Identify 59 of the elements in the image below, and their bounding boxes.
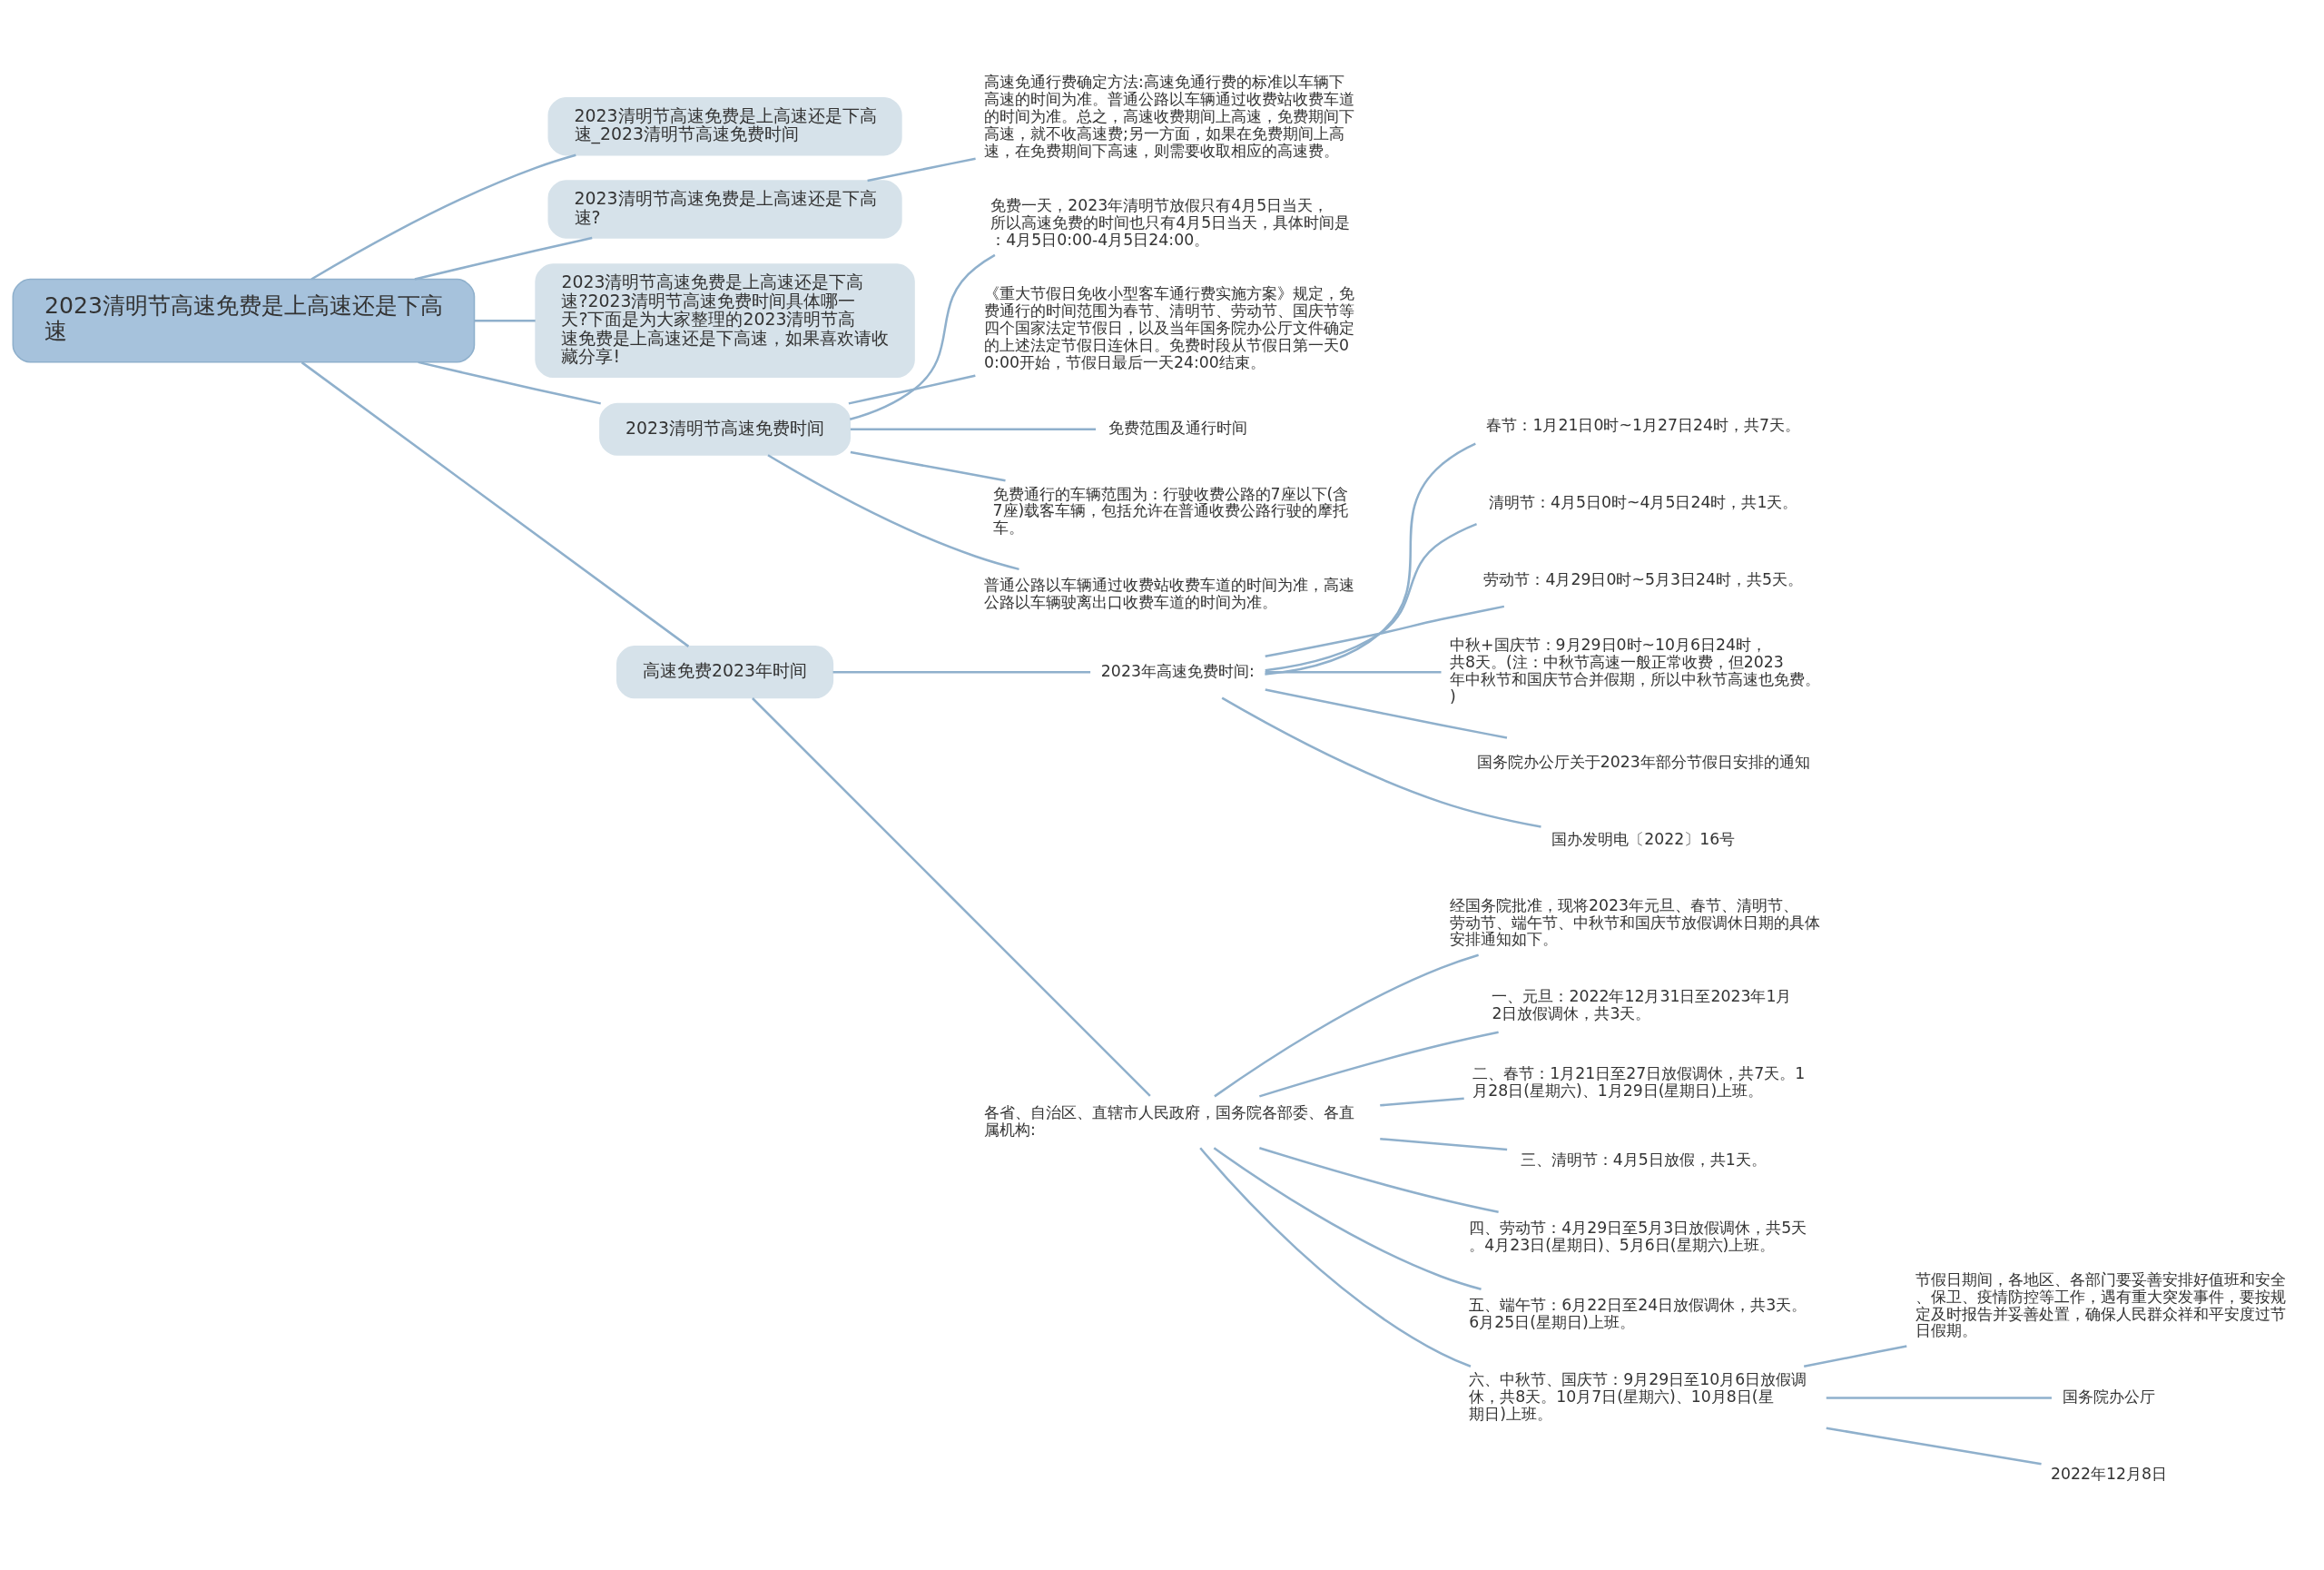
connector bbox=[1265, 522, 1478, 672]
connector bbox=[850, 450, 1006, 482]
node-text: 国务院办公厅关于2023年部分节假日安排的通知 bbox=[1476, 753, 1810, 772]
connector bbox=[1259, 1147, 1499, 1214]
connector bbox=[849, 253, 996, 420]
node-box: 2023清明节高速免费是上高速还是下高速_2023清明节高速免费时间 bbox=[547, 96, 902, 156]
node-text: 四、劳动节：4月29日至5月3日放假调休，共5天。4月23日(星期日)、5月6日(星期六)上班。 bbox=[1469, 1219, 1807, 1255]
node-text: 一、元旦：2022年12月31日至2023年1月2日放假调休，共3天。 bbox=[1492, 987, 1792, 1023]
connector bbox=[414, 236, 593, 281]
node-text: 免费范围及通行时间 bbox=[1108, 419, 1247, 438]
connector bbox=[474, 319, 536, 322]
connector bbox=[1259, 1031, 1499, 1098]
node-text: 普通公路以车辆通过收费站收费车道的时间为准，高速公路以车辆驶离出口收费车道的时间为准。 bbox=[984, 576, 1355, 612]
connector bbox=[1265, 688, 1508, 739]
connector bbox=[1214, 953, 1479, 1098]
connector bbox=[867, 157, 976, 183]
connector bbox=[1380, 1097, 1464, 1107]
connector bbox=[1213, 1147, 1482, 1290]
node-text: 春节：1月21日0时~1月27日24时，共7天。 bbox=[1486, 416, 1800, 435]
node-text: 清明节：4月5日0时~4月5日24时，共1天。 bbox=[1488, 492, 1798, 511]
node-text: 《重大节假日免收小型客车通行费实施方案》规定，免费通行的时间范围为春节、清明节、劳动节、国庆节等四个国家法定节假日，以及当年国务院办公厅文件确定的上述法定节假日连休日。免费时段从节假日第一天00:00开始，节假日最后一天24:00结束。 bbox=[984, 284, 1355, 371]
connector bbox=[1265, 442, 1476, 676]
connector bbox=[300, 361, 690, 647]
connector bbox=[1803, 1345, 1907, 1368]
node-text: 2023年高速免费时间: bbox=[1100, 661, 1255, 680]
node-text: 2022年12月8日 bbox=[2051, 1464, 2168, 1483]
node-text: 高速免通行费确定方法:高速免通行费的标准以车辆下高速的时间为准。普通公路以车辆通过收费站收费车道的时间为准。总之，高速收费期间上高速，免费期间下高速，就不收高速费;另一方面，如果在免费期间上高速，在免费期间下高速，则需要收取相应的高速费。 bbox=[984, 73, 1355, 160]
node-text: 节假日期间，各地区、各部门要妥善安排好值班和安全、保卫、疫情防控等工作，遇有重大突发事件，要按规定及时报告并妥善处置，确保人民群众祥和平安度过节日假期。 bbox=[1915, 1269, 2286, 1340]
node-text: 经国务院批准，现将2023年元旦、春节、清明节、劳动节、端午节、中秋节和国庆节放假调休日期的具体安排通知如下。 bbox=[1450, 895, 1821, 949]
connector bbox=[1826, 1427, 2042, 1466]
node-box: 高速免费2023年时间 bbox=[616, 646, 834, 699]
node-text: 三、清明节：4月5日放假，共1天。 bbox=[1520, 1150, 1767, 1169]
connector bbox=[1265, 605, 1505, 658]
connector bbox=[848, 374, 976, 405]
connector bbox=[850, 428, 1097, 430]
connector bbox=[1380, 1137, 1508, 1151]
node-box: 2023清明节高速免费是上高速还是下高速?2023清明节高速免费时间具体哪一天?下面是为大家整理的2023清明节高速免费是上高速还是下高速，如果喜欢请收藏分享! bbox=[535, 263, 915, 379]
node-text: 中秋+国庆节：9月29日0时~10月6日24时，共8天。(注：中秋节高速一般正常收费，但2023年中秋节和国庆节合并假期，所以中秋节高速也免费。) bbox=[1450, 636, 1821, 706]
node-text: 免费一天，2023年清明节放假只有4月5日当天，所以高速免费的时间也只有4月5日当天，具体时间是：4月5日0:00-4月5日24:00。 bbox=[990, 195, 1351, 249]
node-text: 劳动节：4月29日0时~5月3日24时，共5天。 bbox=[1483, 569, 1803, 588]
node-text: 五、端午节：6月22日至24日放假调休，共3天。6月25日(星期日)上班。 bbox=[1469, 1296, 1807, 1332]
node-text: 国务院办公厅 bbox=[2063, 1387, 2156, 1406]
node-box: 2023清明节高速免费是上高速还是下高速? bbox=[547, 180, 902, 239]
node-text: 国办发明电〔2022〕16号 bbox=[1551, 830, 1736, 849]
connector bbox=[1199, 1147, 1472, 1368]
node-text: 二、春节：1月21日至27日放假调休，共7天。1月28日(星期六)、1月29日(星期日)上班。 bbox=[1472, 1064, 1806, 1101]
connector bbox=[767, 454, 1019, 571]
connector bbox=[1826, 1397, 2052, 1399]
node-box: 2023清明节高速免费是上高速还是下高速 bbox=[12, 278, 476, 363]
connector bbox=[1265, 670, 1442, 674]
connector bbox=[418, 360, 601, 405]
node-text: 六、中秋节、国庆节：9月29日至10月6日放假调休，共8天。10月7日(星期六)、10月8日(星期日)上班。 bbox=[1469, 1369, 1807, 1423]
node-text: 免费通行的车辆范围为：行驶收费公路的7座以下(含7座)载客车辆，包括允许在普通收费公路行驶的摩托车。 bbox=[992, 484, 1349, 538]
connector bbox=[832, 670, 1091, 674]
connector bbox=[310, 153, 576, 281]
node-box: 2023清明节高速免费时间 bbox=[599, 402, 852, 456]
connector bbox=[1221, 696, 1541, 828]
connector bbox=[752, 697, 1151, 1097]
node-text: 各省、自治区、直辖市人民政府，国务院各部委、各直属机构: bbox=[984, 1102, 1355, 1139]
